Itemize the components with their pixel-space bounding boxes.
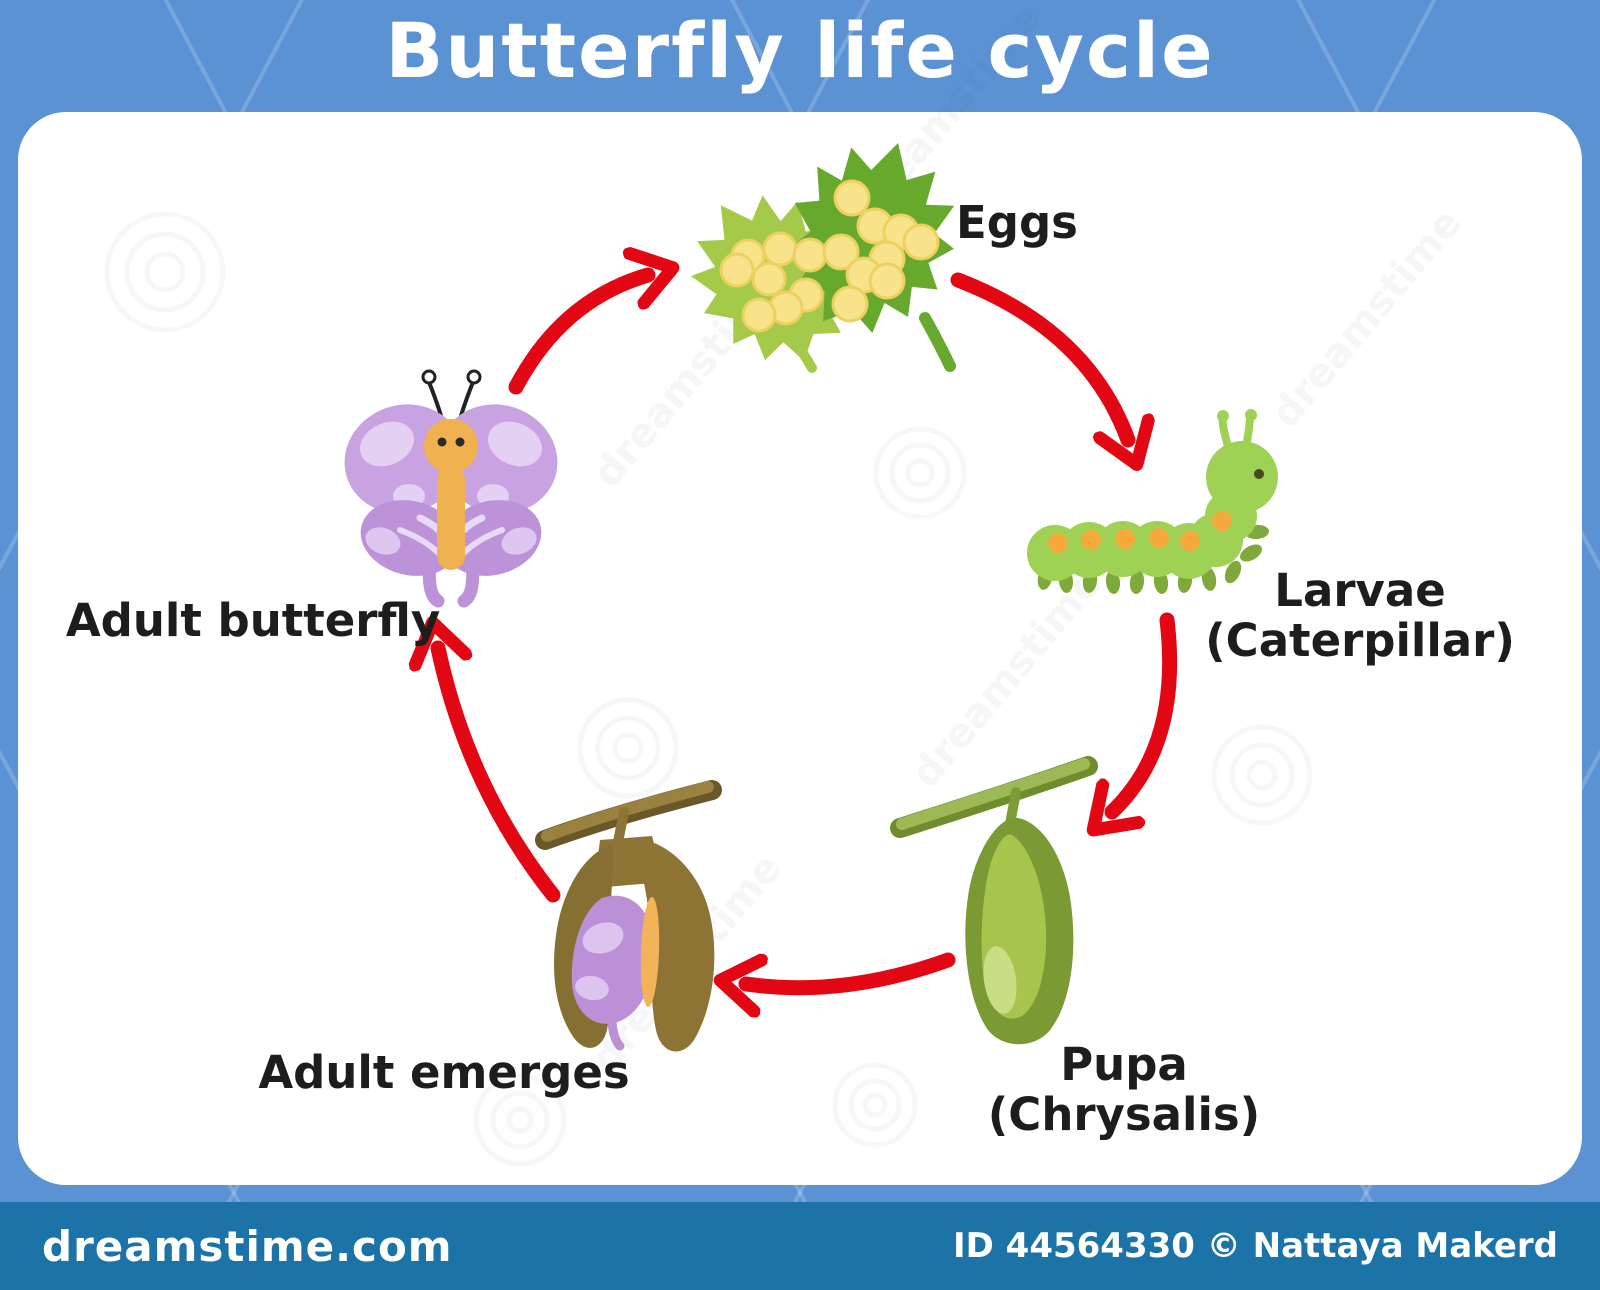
butterfly-head	[424, 419, 478, 473]
label-larvae: Larvae (Caterpillar)	[1205, 566, 1515, 666]
arrow-pupa-to-emerges	[746, 952, 956, 988]
butterfly-body	[437, 466, 465, 570]
butterfly-hindwings	[360, 500, 542, 608]
cycle-arrows	[438, 272, 1178, 988]
label-pupa-line1: Pupa	[1060, 1038, 1188, 1091]
eggs-illustration	[658, 120, 978, 393]
arrow-larvae-to-pupa	[1112, 612, 1178, 812]
label-pupa: Pupa (Chrysalis)	[988, 1040, 1261, 1140]
butterfly-eye-right	[455, 437, 465, 447]
butterfly-eye-left	[437, 437, 447, 447]
egg-cluster	[719, 179, 940, 333]
pupa-illustration	[890, 756, 1098, 1045]
caterpillar-illustration	[1027, 409, 1278, 594]
caterpillar-body	[1027, 441, 1278, 581]
watermark-footer-bar: dreamstime.com ID 44564330 © Nattaya Mak…	[0, 1202, 1600, 1290]
arrow-emerges-to-butterfly	[438, 648, 561, 903]
label-adult-emerges: Adult emerges	[258, 1046, 630, 1099]
adult-emerges-illustration	[535, 780, 722, 1052]
watermark-spirals	[104, 211, 1313, 1167]
caterpillar-eye	[1254, 469, 1264, 479]
dreamstime-logo: dreamstime.com	[42, 1221, 453, 1271]
label-adult-butterfly: Adult butterfly	[65, 594, 441, 647]
svg-text:dreamstime: dreamstime	[1262, 200, 1471, 436]
label-larvae-line2: (Caterpillar)	[1205, 614, 1515, 667]
butterfly-illustration	[344, 369, 558, 608]
label-larvae-line1: Larvae	[1274, 564, 1446, 617]
arrow-butterfly-to-eggs	[508, 275, 648, 395]
label-pupa-line2: (Chrysalis)	[987, 1088, 1261, 1141]
label-eggs: Eggs	[956, 196, 1078, 249]
image-credit: ID 44564330 © Nattaya Makerd	[952, 1226, 1558, 1266]
page-title: Butterfly life cycle	[385, 6, 1215, 95]
arrow-eggs-to-larvae	[950, 272, 1128, 440]
caterpillar-spots	[1048, 511, 1232, 553]
